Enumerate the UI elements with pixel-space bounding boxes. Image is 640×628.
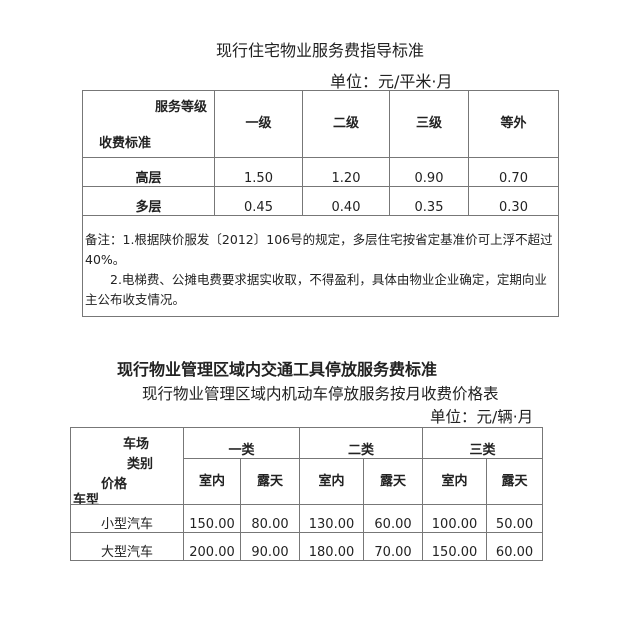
cell: 150.00	[183, 504, 241, 533]
category-header: 三类	[422, 427, 544, 459]
cell: 0.90	[389, 157, 469, 187]
sub-header: 露天	[363, 458, 424, 505]
sub-header: 露天	[239, 458, 301, 505]
cell: 80.00	[239, 504, 301, 533]
cell: 1.20	[302, 157, 390, 187]
table-row: 高层 1.50 1.20 0.90 0.70	[82, 157, 559, 187]
cell: 0.35	[389, 186, 469, 216]
row-label: 小型汽车	[70, 504, 184, 533]
parking-fee-subtitle: 现行物业管理区域内机动车停放服务按月收费价格表	[142, 385, 499, 403]
cell: 150.00	[422, 532, 488, 561]
corner-cell: 车场 类别 价格 车型	[70, 427, 184, 505]
corner-text: 价格	[101, 477, 128, 492]
cell: 130.00	[299, 504, 365, 533]
residential-fee-title: 现行住宅物业服务费指导标准	[215, 41, 424, 60]
cell: 70.00	[363, 532, 424, 561]
cell: 50.00	[486, 504, 544, 533]
header-cell: 三级	[389, 90, 469, 158]
sub-header: 露天	[486, 458, 544, 505]
row-label: 大型汽车	[70, 532, 184, 561]
header-row: 服务等级收费标准 一级 二级 三级 等外	[82, 90, 559, 158]
category-header: 二类	[299, 427, 424, 459]
notes-cell: 备注：1.根据陕价服发〔2012〕106号的规定，多层住宅按省定基准价可上浮不超…	[82, 215, 559, 317]
corner-text: 类别	[127, 457, 154, 472]
cell: 0.70	[468, 157, 559, 187]
cell: 60.00	[363, 504, 424, 533]
cell: 0.30	[468, 186, 559, 216]
cell: 100.00	[422, 504, 488, 533]
cell: 1.50	[214, 157, 303, 187]
sub-header: 室内	[422, 458, 488, 505]
row-label: 高层	[82, 157, 215, 187]
table-row: 多层 0.45 0.40 0.35 0.30	[82, 186, 559, 216]
cell: 0.45	[214, 186, 303, 216]
corner-cell: 服务等级收费标准	[82, 90, 215, 158]
sub-header: 室内	[183, 458, 241, 505]
header-cell: 一级	[214, 90, 303, 158]
corner-text: 车型	[73, 493, 100, 505]
cell: 200.00	[183, 532, 241, 561]
corner-bottom: 收费标准	[99, 136, 152, 151]
parking-fee-table: 车场 类别 价格 车型 一类 二类 三类 室内 露天 室内 露天 室内 露天 小…	[70, 427, 544, 561]
sub-header: 室内	[299, 458, 365, 505]
row-label: 多层	[82, 186, 215, 216]
note-1: 备注：1.根据陕价服发〔2012〕106号的规定，多层住宅按省定基准价可上浮不超…	[85, 232, 553, 267]
header-cell: 二级	[302, 90, 390, 158]
cell: 60.00	[486, 532, 544, 561]
corner-text: 车场	[123, 437, 150, 452]
cell: 0.40	[302, 186, 390, 216]
residential-fee-table: 服务等级收费标准 一级 二级 三级 等外 高层 1.50 1.20 0.90 0…	[82, 90, 559, 317]
category-header: 一类	[182, 427, 301, 459]
header-cell: 等外	[468, 90, 559, 158]
parking-fee-title: 现行物业管理区域内交通工具停放服务费标准	[117, 360, 438, 379]
subheader-row: 室内 露天 室内 露天 室内 露天	[71, 458, 544, 505]
table-row: 小型汽车 150.00 80.00 130.00 60.00 100.00 50…	[70, 504, 544, 533]
table-row: 大型汽车 200.00 90.00 180.00 70.00 150.00 60…	[70, 532, 544, 561]
unit-label: 单位：元/平米·月	[330, 72, 453, 91]
header-row: 车场 类别 价格 车型 一类 二类 三类	[70, 427, 544, 505]
note-2: 2.电梯费、公摊电费要求据实收取，不得盈利，具体由物业企业确定，定期向业主公布收…	[85, 272, 547, 307]
cell: 90.00	[239, 532, 301, 561]
corner-top: 服务等级	[155, 100, 208, 115]
unit-label: 单位：元/辆·月	[430, 408, 534, 426]
cell: 180.00	[299, 532, 365, 561]
